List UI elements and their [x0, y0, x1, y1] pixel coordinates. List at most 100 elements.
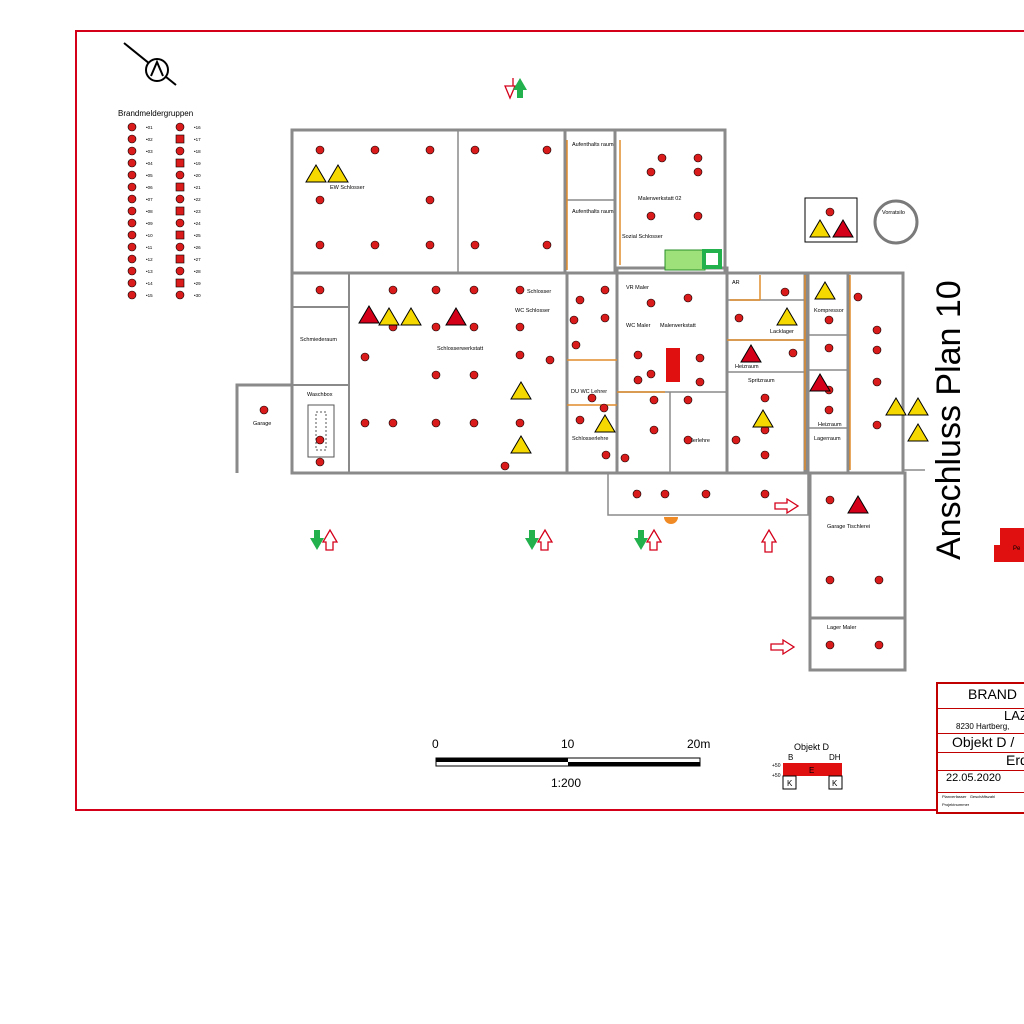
room-label: Heizraum [818, 422, 842, 428]
legend-detector-icon [175, 146, 185, 156]
smoke-detector-icon [315, 195, 325, 205]
object-key: Objekt D B DH +50 +50 E K K [772, 742, 843, 790]
warning-triangle-icon [809, 219, 831, 238]
legend-label: •16 [194, 125, 201, 130]
legend-label: •17 [194, 137, 201, 142]
danger-triangle-icon [445, 307, 467, 326]
smoke-detector-icon [824, 315, 834, 325]
smoke-detector-icon [872, 345, 882, 355]
room-label: Spritzraum [748, 378, 775, 384]
smoke-detector-icon [780, 287, 790, 297]
smoke-detector-icon [701, 489, 711, 499]
smoke-detector-icon [600, 285, 610, 295]
object-key-k: K [832, 779, 838, 788]
title-line-5: Erd [938, 752, 1024, 771]
legend-manual-icon [175, 278, 185, 288]
scale-tick: 0 [432, 737, 439, 751]
smoke-detector-icon [695, 377, 705, 387]
arrow-pair-icon [634, 528, 663, 551]
legend-detector-icon [127, 230, 137, 240]
smoke-detector-icon [360, 352, 370, 362]
legend-manual-icon [175, 230, 185, 240]
smoke-detector-icon [825, 640, 835, 650]
title-footer: Planverfasser Geschäftszahl [938, 794, 1024, 802]
smoke-detector-icon [571, 340, 581, 350]
legend-label: •22 [194, 197, 201, 202]
room-label: Aufenthalts raum [572, 142, 614, 148]
smoke-detector-icon [515, 285, 525, 295]
scale-bar: 0 10 20m 1:200 [432, 737, 710, 790]
smoke-detector-icon [825, 495, 835, 505]
legend-label: •18 [194, 149, 201, 154]
title-block: BRAND LAZ 8230 Hartberg, Objekt D / Erd … [936, 682, 1024, 814]
warning-triangle-icon [776, 307, 798, 326]
warning-triangle-icon [400, 307, 422, 326]
assembly-marker [664, 517, 678, 524]
smoke-detector-icon [470, 240, 480, 250]
room-label: Vorratsilo [882, 210, 905, 216]
arrow-right-icon [770, 638, 796, 656]
legend-detector-icon [127, 182, 137, 192]
scale-tick: 20m [687, 737, 710, 751]
room-label: Kompressor [814, 308, 844, 314]
legend-label: •03 [146, 149, 153, 154]
staircase [664, 249, 706, 271]
smoke-detector-icon [646, 211, 656, 221]
legend-detector-icon [175, 194, 185, 204]
smoke-detectors [259, 145, 884, 650]
legend-label: •21 [194, 185, 201, 190]
title-line-1: BRAND [938, 686, 1024, 709]
legend-manual-icon [175, 206, 185, 216]
legend-label: •27 [194, 257, 201, 262]
legend-label: •09 [146, 221, 153, 226]
smoke-detector-icon [370, 145, 380, 155]
smoke-detector-icon [731, 435, 741, 445]
legend-detector-icon [127, 218, 137, 228]
room-label: Malerwerkstatt [660, 323, 696, 329]
smoke-detector-icon [542, 145, 552, 155]
danger-triangle-icon [847, 495, 869, 514]
warning-triangle-icon [752, 409, 774, 428]
legend-detector-icon [127, 242, 137, 252]
legend-detector-icon [175, 242, 185, 252]
smoke-detector-icon [470, 145, 480, 155]
room-label: VR Maler [626, 285, 649, 291]
smoke-detector-icon [693, 153, 703, 163]
legend-detector-icon [127, 278, 137, 288]
arrow-up-icon [760, 528, 778, 553]
smoke-detector-icon [315, 145, 325, 155]
legend-label: •30 [194, 293, 201, 298]
room-label: Malerlehre [684, 438, 710, 444]
smoke-detector-icon [853, 292, 863, 302]
room-label: Aufenthalts raum [572, 209, 614, 215]
smoke-detector-icon [315, 240, 325, 250]
legend-label: •20 [194, 173, 201, 178]
smoke-detector-icon [788, 348, 798, 358]
smoke-detector-icon [315, 285, 325, 295]
room-label: Lager Maler [827, 625, 857, 631]
warning-triangle-icon [510, 381, 532, 400]
exit-arrows [310, 78, 800, 656]
smoke-detector-icon [425, 240, 435, 250]
smoke-detector-icon [874, 640, 884, 650]
object-key-e: E [809, 766, 814, 775]
legend-label: •12 [146, 257, 153, 262]
smoke-detector-icon [469, 285, 479, 295]
smoke-detector-icon [388, 285, 398, 295]
legend-detector-icon [175, 290, 185, 300]
warning-triangle-icon [907, 397, 929, 416]
room-label: Sozial Schlosser [622, 234, 663, 240]
room-label: AR [732, 280, 740, 286]
danger-triangle-icon [740, 344, 762, 363]
title-line-3: 8230 Hartberg, [938, 722, 1024, 734]
smoke-detector-icon [646, 167, 656, 177]
legend-manual-icon [175, 158, 185, 168]
smoke-detector-icon [872, 420, 882, 430]
legend-label: •10 [146, 233, 153, 238]
smoke-detector-icon [632, 489, 642, 499]
smoke-detector-icon [425, 195, 435, 205]
danger-triangle-icon [358, 305, 380, 324]
smoke-detector-icon [587, 393, 597, 403]
legend-label: •04 [146, 161, 153, 166]
room-label: Malerwerkstatt 02 [638, 196, 681, 202]
